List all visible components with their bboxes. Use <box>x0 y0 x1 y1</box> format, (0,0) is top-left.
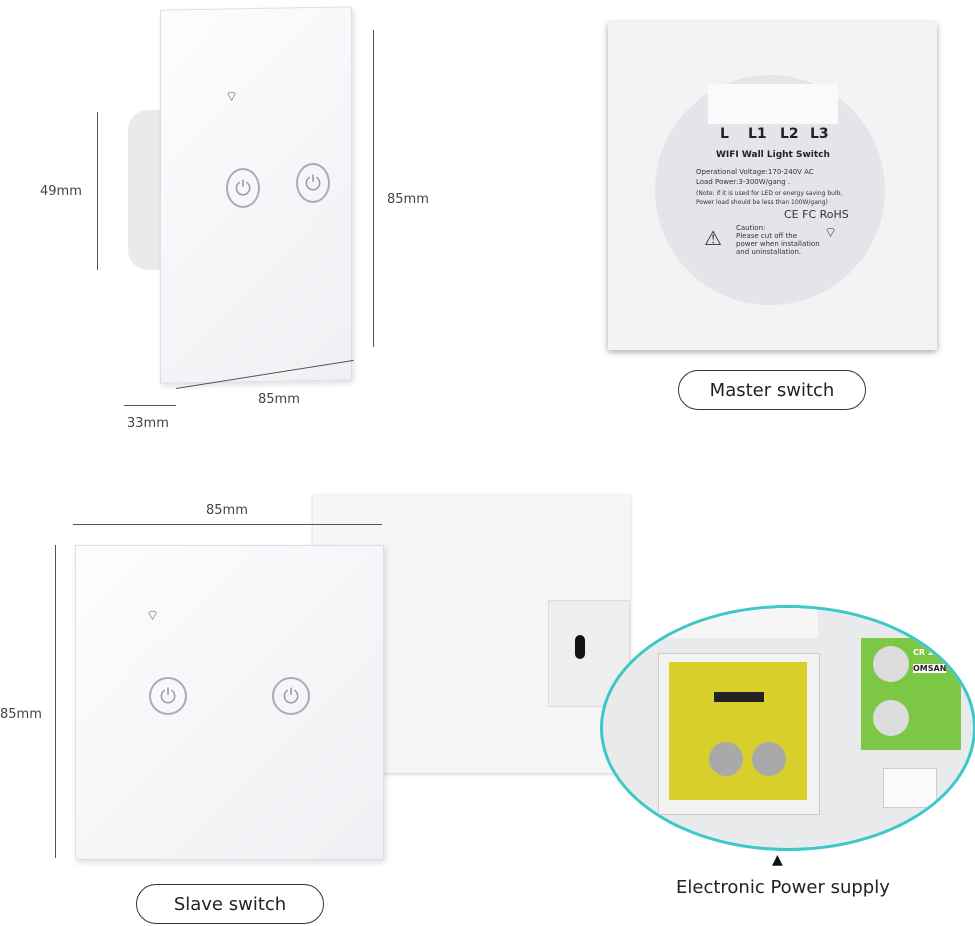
power-supply-photo: CR 2032 OMSAN <box>600 605 975 851</box>
power-supply-label: Electronic Power supply <box>676 877 890 898</box>
wifi-icon: ⌔ <box>824 225 838 241</box>
voltage-text: Operational Voltage:170-240V AC <box>696 168 814 176</box>
wifi-icon: ⌔ <box>146 608 160 624</box>
battery-card: CR 2032 OMSAN <box>861 638 961 750</box>
warning-icon: ⚠ <box>704 226 722 250</box>
dim-label-85mm-h: 85mm <box>258 392 300 407</box>
dim-line-33 <box>124 405 176 406</box>
caution-1: Caution: <box>736 224 766 232</box>
battery-brand: OMSAN <box>913 664 947 673</box>
battery-1 <box>873 646 909 682</box>
pointer-triangle-icon: ▲ <box>772 852 783 868</box>
dim-label-85mm-left: 85mm <box>0 707 42 722</box>
load-text: Load Power:3-300W/gang . <box>696 178 791 186</box>
dim-label-33mm: 33mm <box>127 416 169 431</box>
dim-line-85-top <box>73 524 382 525</box>
touch-button-1-icon: ⏻ <box>149 677 187 715</box>
dim-label-49mm: 49mm <box>40 184 82 199</box>
caution-2: Please cut off the <box>736 232 798 240</box>
cert-marks: CE FC RoHS <box>784 208 849 221</box>
battery-2 <box>873 700 909 736</box>
dim-line-49 <box>97 112 98 270</box>
dim-line-85-v <box>373 30 374 347</box>
touch-button-2-icon: ⏻ <box>296 163 330 203</box>
terminal-L2: L2 <box>780 126 799 142</box>
master-back-photo: L L1 L2 L3 WIFI Wall Light Switch Operat… <box>608 22 937 350</box>
terminal-L1: L1 <box>748 126 767 142</box>
slave-switch-label: Slave switch <box>136 884 324 924</box>
plate-slot <box>575 635 585 659</box>
caution-4: and uninstallation. <box>736 248 802 256</box>
touch-button-2-icon: ⏻ <box>272 677 310 715</box>
chip <box>714 692 764 702</box>
terminal-L: L <box>720 126 729 142</box>
touch-button-1-icon: ⏻ <box>226 168 260 208</box>
dim-label-85mm-top: 85mm <box>206 503 248 518</box>
note-text-2: Power load should be less than 100W/gang… <box>696 199 828 206</box>
terminal-L3: L3 <box>810 126 829 142</box>
terminal-block <box>708 84 838 124</box>
battery-type: CR 2032 <box>913 648 951 657</box>
master-switch-label: Master switch <box>678 370 866 410</box>
slave-front-panel <box>75 545 384 860</box>
adhesive-tape <box>883 768 937 808</box>
dim-line-85-left <box>55 545 56 858</box>
module-title: WIFI Wall Light Switch <box>716 150 830 160</box>
battery-holder-1 <box>709 742 743 776</box>
pcb-board <box>658 653 820 815</box>
wifi-icon: ⌔ <box>225 89 239 105</box>
note-text-1: (Note: if it is used for LED or energy s… <box>696 190 843 197</box>
dim-label-85mm-v: 85mm <box>387 192 429 207</box>
battery-holder-2 <box>752 742 786 776</box>
caution-3: power when installation <box>736 240 820 248</box>
pcb <box>669 662 807 800</box>
cover-plate <box>668 608 818 638</box>
